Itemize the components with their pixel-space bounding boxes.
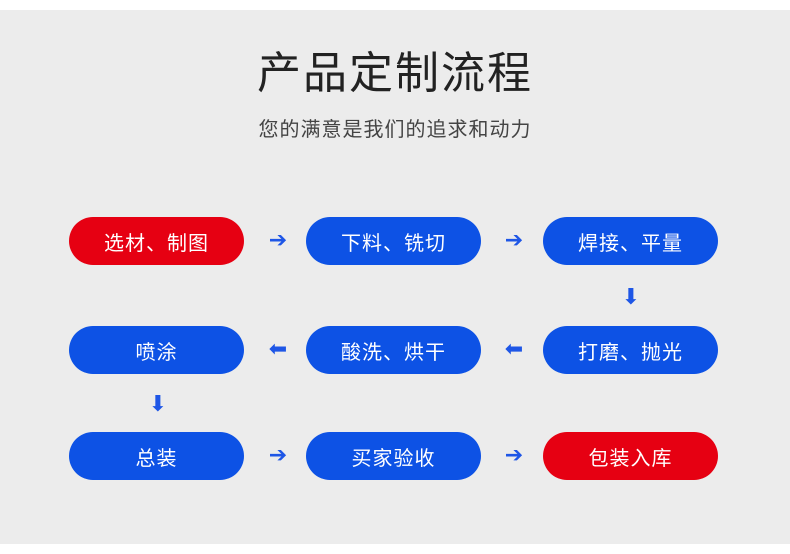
arrow-right-icon: ➔ xyxy=(268,228,288,253)
arrow-right-icon: ➔ xyxy=(268,443,288,468)
arrow-down-icon: ⬇ xyxy=(621,285,641,310)
arrow-right-icon: ➔ xyxy=(504,443,524,468)
page-subtitle: 您的满意是我们的追求和动力 xyxy=(258,117,532,141)
step-1: 选材、制图 xyxy=(69,217,244,265)
arrow-left-icon: ⬅ xyxy=(268,337,288,362)
step-8: 买家验收 xyxy=(306,432,481,480)
arrow-down-icon: ⬇ xyxy=(148,392,168,417)
step-6: 喷涂 xyxy=(69,326,244,374)
step-5: 酸洗、烘干 xyxy=(306,326,481,374)
page-title: 产品定制流程 xyxy=(257,48,533,99)
arrow-right-icon: ➔ xyxy=(504,228,524,253)
arrow-left-icon: ⬅ xyxy=(504,337,524,362)
step-2: 下料、铣切 xyxy=(306,217,481,265)
step-4: 打磨、抛光 xyxy=(543,326,718,374)
step-9: 包装入库 xyxy=(543,432,718,480)
step-7: 总装 xyxy=(69,432,244,480)
step-3: 焊接、平量 xyxy=(543,217,718,265)
